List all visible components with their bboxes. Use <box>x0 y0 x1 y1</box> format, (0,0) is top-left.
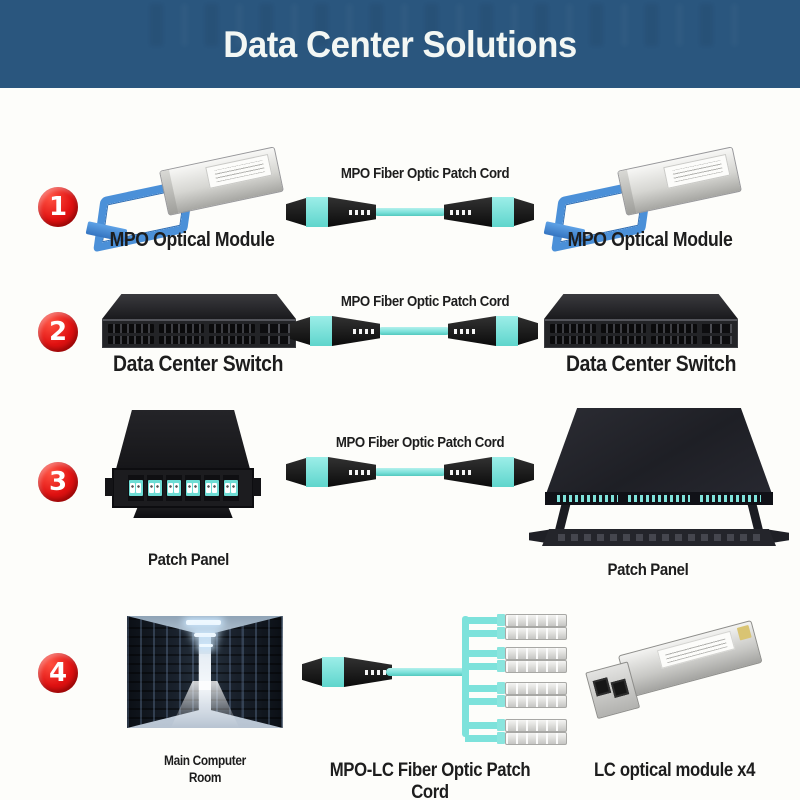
label-patch-panel-right: Patch Panel <box>607 560 689 579</box>
mpo-connector-tip <box>518 317 538 345</box>
mpo-patch-cord-graphic-row1 <box>286 196 534 228</box>
label-mpo-optical-module-right: MPO Optical Module <box>567 229 733 251</box>
connector-boot <box>328 457 376 487</box>
transceiver-sticker <box>205 153 273 189</box>
header-banner: Data Center Solutions <box>0 0 800 88</box>
breakout-spine <box>462 616 469 737</box>
mpo-connector-tip <box>514 458 534 486</box>
lc-branch <box>465 694 567 708</box>
page-title: Data Center Solutions <box>223 24 577 65</box>
switch-chassis-top <box>544 294 738 319</box>
lc-branch <box>465 659 567 673</box>
lc-branch <box>465 626 567 640</box>
aqua-sleeve <box>492 457 514 487</box>
mpo-connector-tip <box>514 198 534 226</box>
transceiver-body <box>159 146 284 216</box>
mpo-patch-cord-graphic-row3 <box>286 456 534 488</box>
mpo-optical-module-graphic-left <box>83 146 288 253</box>
connector-boot <box>332 316 380 346</box>
ceiling-light <box>186 620 221 625</box>
drawer-lid <box>546 408 772 492</box>
label-patch-cord-row1: MPO Fiber Optic Patch Cord <box>340 165 510 182</box>
lc-branch <box>465 613 567 627</box>
connector-boot <box>444 457 492 487</box>
aqua-sleeve <box>496 316 518 346</box>
mpo-patch-cord-graphic-row2 <box>290 315 538 347</box>
lc-port <box>592 677 612 697</box>
fiber-cable <box>374 468 446 476</box>
ceiling-light <box>194 632 216 637</box>
drawer-bracket <box>529 505 789 547</box>
ceiling-light <box>198 644 213 648</box>
label-lc-optical-module: LC optical module x4 <box>593 760 756 781</box>
cassette-base <box>133 508 233 518</box>
label-main-computer-room: Main Computer Room <box>145 752 265 786</box>
aqua-sleeve <box>310 316 332 346</box>
aqua-sleeve <box>306 457 328 487</box>
rack-patch-panel-graphic <box>529 408 789 548</box>
mpo-connector <box>302 655 392 689</box>
label-mpo-lc-patch-cord: MPO-LC Fiber Optic Patch Cord <box>329 760 531 800</box>
step-2-badge: 2 <box>38 312 78 352</box>
label-patch-cord-row3: MPO Fiber Optic Patch Cord <box>335 434 505 451</box>
lc-optical-module-graphic <box>585 606 773 736</box>
connector-boot <box>328 197 376 227</box>
mpo-optical-module-graphic-right <box>541 146 746 253</box>
lc-branch <box>465 731 567 745</box>
connector-boot <box>444 197 492 227</box>
step-4-badge: 4 <box>38 653 78 693</box>
cassette-patch-panel-graphic <box>105 410 261 528</box>
lc-branch <box>465 718 567 732</box>
cassette-lid <box>116 410 250 468</box>
switch-front-ports <box>102 319 296 348</box>
mpo-connector-tip <box>286 458 306 486</box>
sfp-sticker <box>656 630 736 669</box>
label-line-2: Room <box>188 770 222 785</box>
mpo-connector-tip <box>286 198 306 226</box>
connector-boot <box>448 316 496 346</box>
drawer-port-strip <box>545 492 773 505</box>
server-room-photo <box>127 616 283 728</box>
label-data-center-switch-right: Data Center Switch <box>565 351 737 376</box>
step-1-badge: 1 <box>38 187 78 227</box>
label-data-center-switch-left: Data Center Switch <box>112 351 284 376</box>
fiber-cable <box>374 208 446 216</box>
switch-chassis-top <box>102 294 296 319</box>
lc-branch <box>465 646 567 660</box>
step-3-badge: 3 <box>38 462 78 502</box>
mpo-connector-tip <box>290 317 310 345</box>
label-patch-panel-left: Patch Panel <box>148 550 229 569</box>
mpo-lc-breakout-graphic <box>302 608 570 745</box>
label-line-1: Main Computer <box>164 753 246 768</box>
header-watermark <box>150 4 740 46</box>
label-mpo-optical-module-left: MPO Optical Module <box>109 229 275 251</box>
aqua-sleeve <box>492 197 514 227</box>
sfp-gold-contacts <box>736 624 752 641</box>
transceiver-body <box>617 146 742 216</box>
cassette-lc-ports <box>105 468 261 508</box>
lc-port <box>610 678 630 698</box>
switch-front-ports <box>544 319 738 348</box>
sfp-body <box>617 619 763 699</box>
fiber-cable <box>378 327 450 335</box>
data-center-switch-graphic-right <box>544 294 738 350</box>
trunk-cable <box>386 668 466 676</box>
label-patch-cord-row2: MPO Fiber Optic Patch Cord <box>340 293 510 310</box>
aqua-sleeve <box>306 197 328 227</box>
data-center-switch-graphic-left <box>102 294 296 350</box>
lc-branch <box>465 681 567 695</box>
transceiver-sticker <box>663 153 731 189</box>
